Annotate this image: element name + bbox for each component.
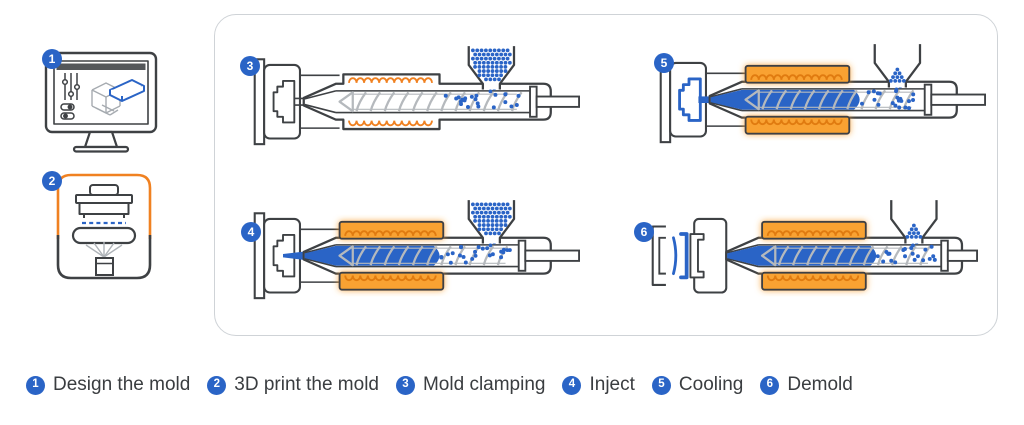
process-legend: 1 Design the mold 2 3D print the mold 3 Mold …	[26, 374, 853, 396]
step-badge-2: 2	[42, 171, 62, 191]
legend-item-4: 4 Inject	[562, 374, 635, 396]
screw	[338, 245, 509, 267]
machine-mold-clamping	[245, 31, 585, 163]
machine-diagram-mold-clamping	[253, 46, 580, 146]
heater-bands-active	[338, 220, 445, 291]
step-badge-3: 3	[240, 56, 260, 76]
legend-badge: 2	[207, 375, 227, 395]
resin-vat	[71, 226, 137, 245]
open-cavity	[689, 233, 705, 279]
pellets-in-barrel	[860, 81, 916, 111]
legend-badge: 4	[562, 375, 582, 395]
cad-monitor-icon	[44, 51, 158, 153]
molded-part	[679, 232, 689, 280]
step-badge-6: 6	[634, 222, 654, 242]
printer-bottom-shell	[56, 235, 152, 280]
print-mold-illustration	[44, 166, 164, 291]
mold-closed	[659, 56, 746, 144]
mold-open	[651, 217, 728, 294]
heater-bands-active	[744, 64, 851, 135]
machine-diagram-inject	[253, 200, 580, 300]
cad-part-blue	[109, 79, 145, 102]
legend-label: 3D print the mold	[234, 374, 379, 395]
mold-cavity-cooling	[678, 77, 702, 122]
piston-rod	[946, 249, 978, 262]
mold-cavity	[272, 80, 296, 124]
legend-label: Mold clamping	[422, 374, 546, 395]
piston-plate	[529, 85, 538, 118]
tie-bars	[299, 228, 340, 283]
legend-label: Design the mold	[53, 374, 191, 395]
barrel-bore	[710, 88, 925, 112]
iso-grid-box	[91, 82, 122, 116]
pellets-in-barrel	[439, 237, 512, 265]
legend-item-1: 1 Design the mold	[26, 374, 190, 396]
step-badge-5: 5	[654, 53, 674, 73]
hopper	[467, 200, 516, 244]
sprue-melt	[698, 96, 712, 104]
uv-projector	[95, 257, 114, 276]
pellets-in-barrel	[443, 83, 521, 110]
hopper	[467, 46, 516, 90]
ejector-plate	[651, 225, 666, 286]
pellets-in-barrel	[875, 237, 937, 265]
barrel-bore	[304, 244, 519, 268]
hopper	[873, 44, 922, 88]
legend-badge: 3	[395, 375, 415, 395]
piston-plate	[517, 239, 527, 272]
legend-badge: 1	[26, 375, 45, 395]
hopper	[890, 200, 938, 244]
molten-plastic	[727, 245, 877, 266]
legend-label: Cooling	[678, 374, 744, 395]
molding-process-panel	[214, 14, 998, 336]
monitor-stand	[72, 130, 130, 153]
app-toolbar	[56, 63, 146, 70]
piston-plate	[940, 239, 949, 272]
piston-plate	[923, 83, 933, 116]
piston-rod	[930, 93, 986, 106]
legend-badge: 5	[651, 375, 671, 395]
machine-diagram-cooling	[659, 44, 986, 144]
monitor-screen	[53, 60, 149, 125]
legend-badge: 6	[760, 375, 780, 395]
pellets-in-hopper	[471, 202, 512, 236]
machine-demold	[643, 185, 983, 317]
step-badge-1: 1	[42, 49, 62, 69]
mold-closed	[253, 212, 340, 300]
legend-label: Demold	[787, 374, 853, 395]
design-mold-illustration	[40, 50, 162, 161]
legend-item-3: 3 Mold clamping	[395, 374, 546, 396]
legend-item-6: 6 Demold	[760, 374, 853, 396]
molten-plastic	[710, 89, 860, 110]
mold-closed	[253, 58, 340, 146]
build-plate	[75, 184, 133, 218]
heater-coils-idle	[348, 77, 433, 127]
pellets-in-hopper	[905, 223, 923, 239]
pellets-in-hopper	[471, 48, 512, 82]
machine-inject	[245, 185, 585, 317]
screw	[760, 245, 931, 267]
machine-diagram-demold	[651, 200, 978, 294]
legend-label: Inject	[589, 374, 635, 395]
barrel-bore	[304, 90, 531, 114]
light-rays	[85, 242, 123, 258]
legend-item-5: 5 Cooling	[651, 374, 744, 396]
pellets-in-hopper	[888, 67, 906, 83]
3d-printer-icon	[56, 173, 152, 280]
molded-part-sprue	[672, 236, 678, 276]
tie-bars	[299, 74, 340, 129]
tie-bars	[705, 72, 746, 127]
barrel-bore	[727, 244, 942, 268]
screw	[338, 91, 523, 113]
melt-jet	[283, 251, 305, 260]
heater-bands-active	[761, 220, 867, 291]
machine-cooling	[651, 29, 991, 161]
piston-rod	[535, 95, 580, 108]
slider-controls	[60, 73, 81, 120]
piston-rod	[524, 249, 580, 262]
mold-half	[693, 217, 728, 294]
step-badge-4: 4	[241, 222, 261, 242]
legend-item-2: 2 3D print the mold	[207, 374, 379, 396]
